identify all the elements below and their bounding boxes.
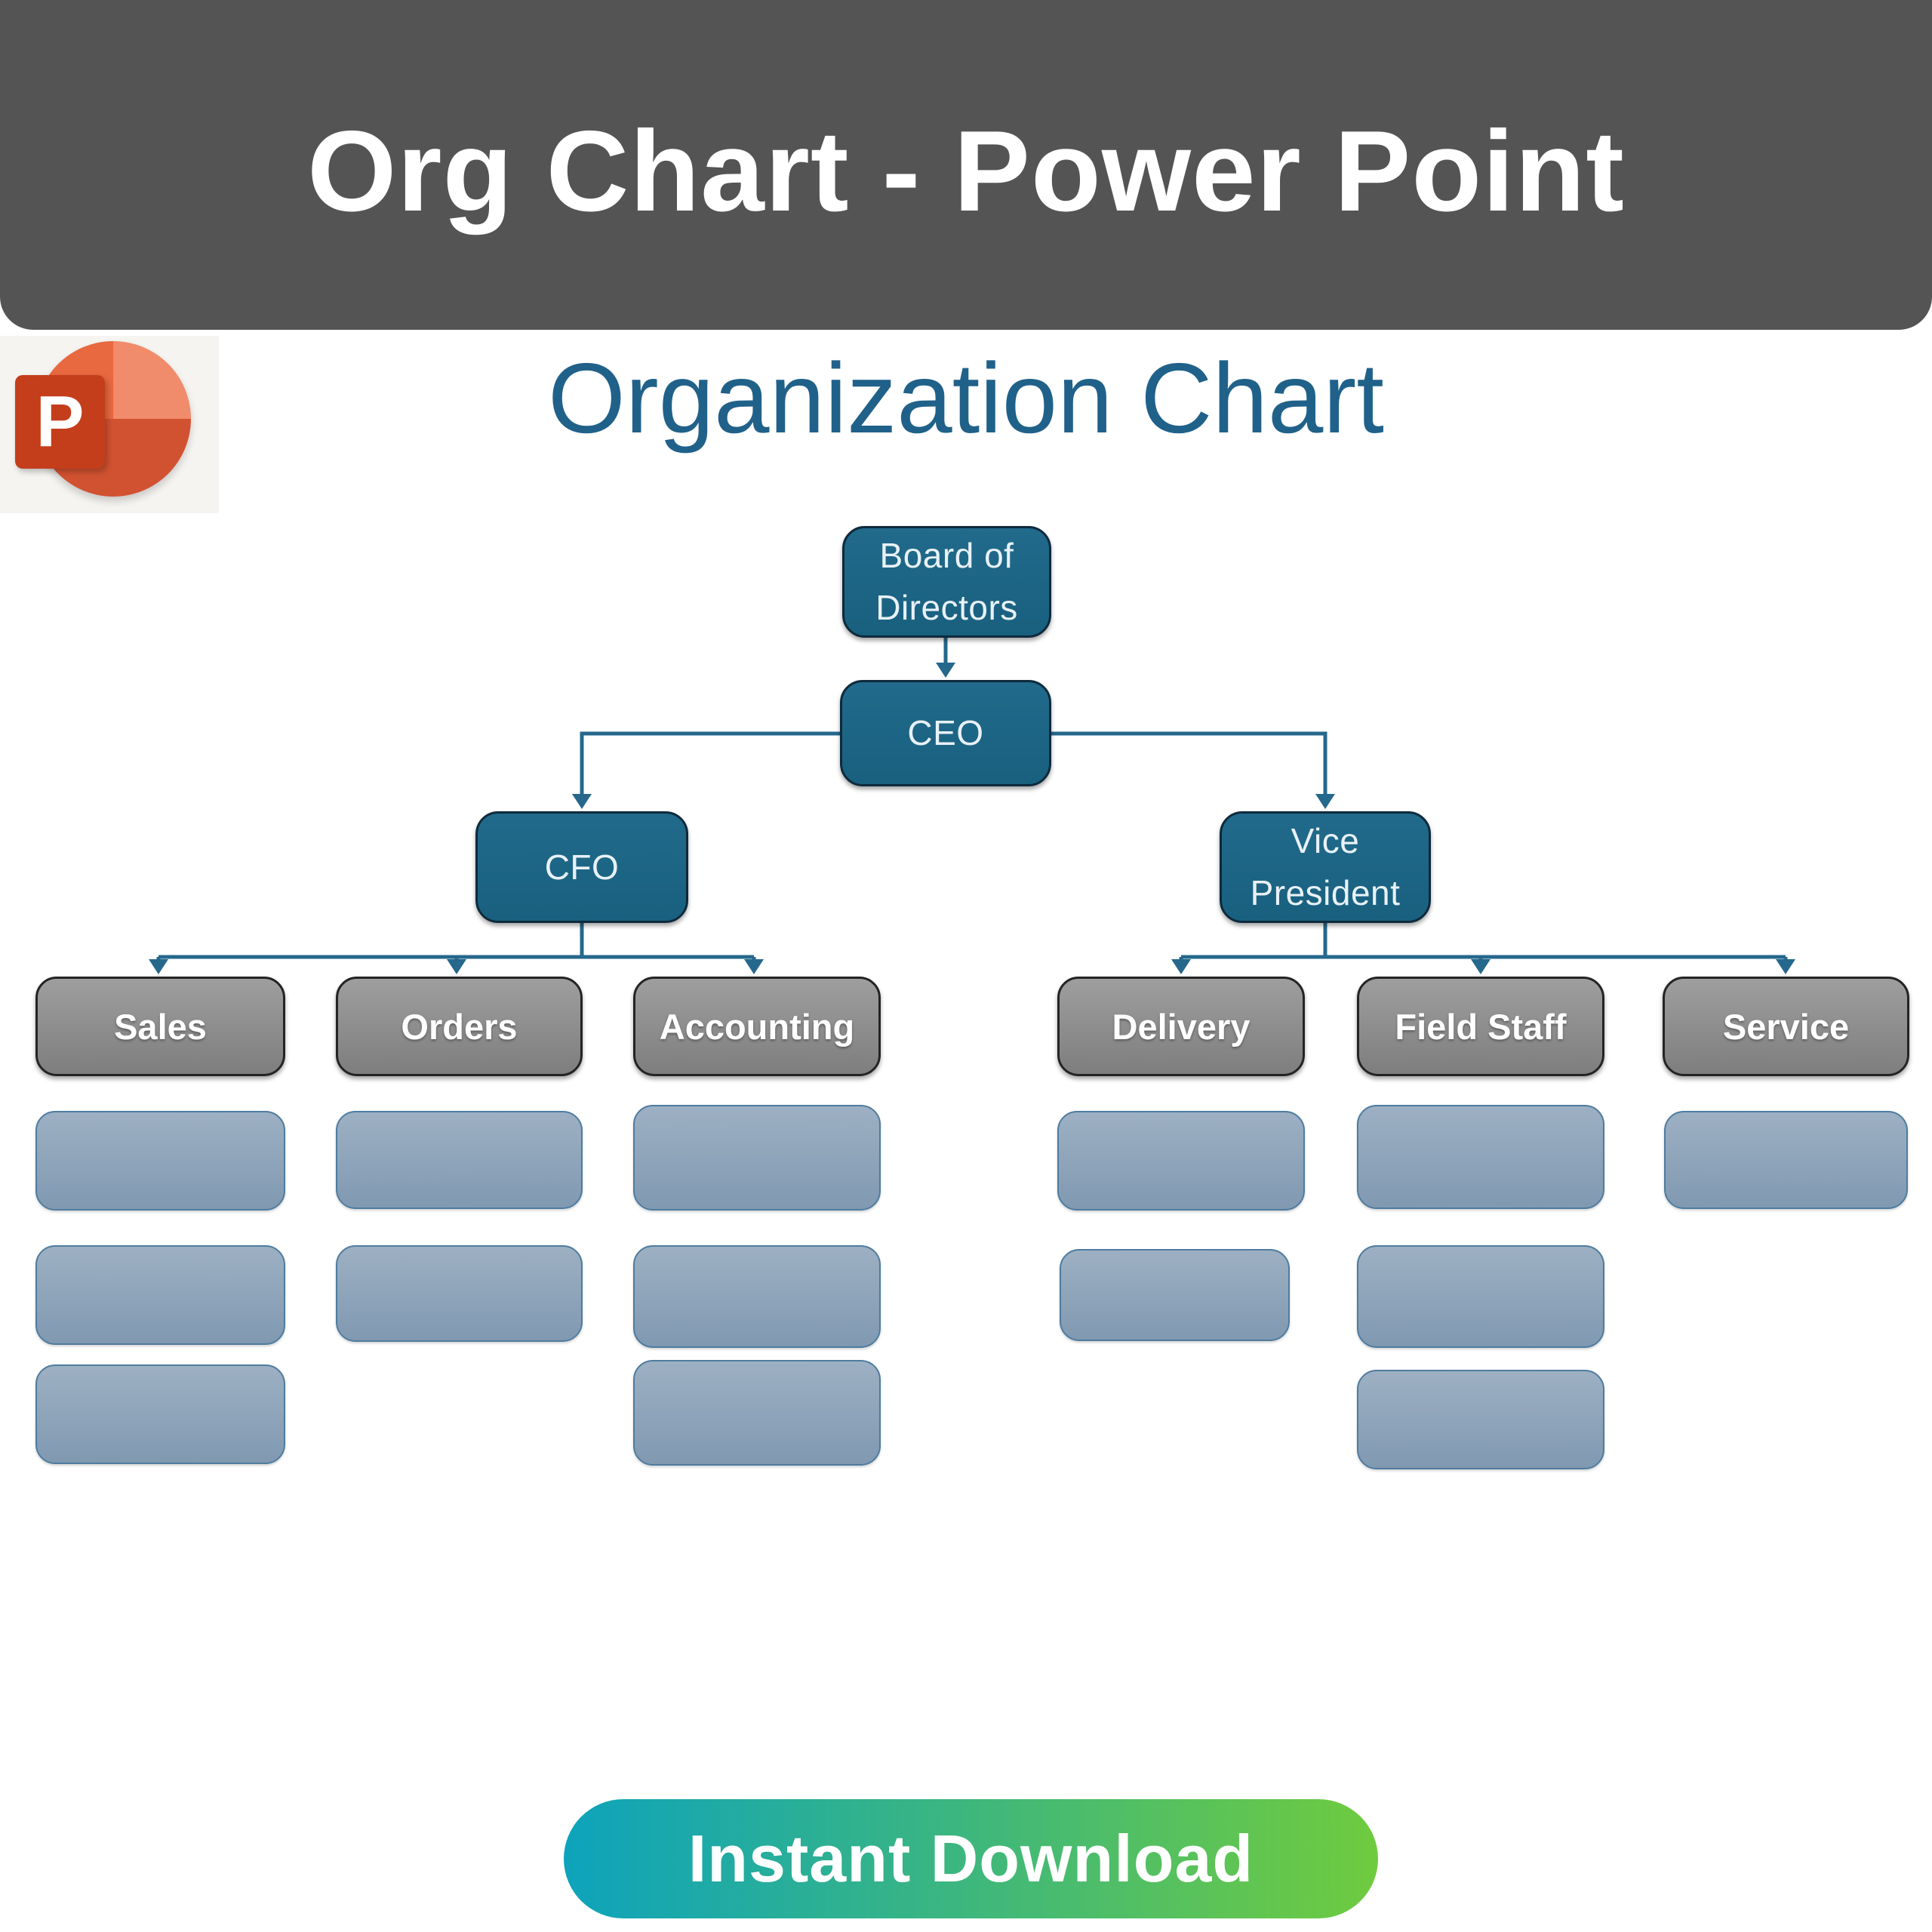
placeholder-box-sales xyxy=(35,1245,285,1345)
arrowhead-icon xyxy=(744,959,764,974)
placeholder-box-orders xyxy=(336,1111,583,1209)
instant-download-label: Instant Download xyxy=(688,1821,1254,1896)
connector-line xyxy=(156,923,756,961)
powerpoint-logo: P xyxy=(0,336,219,513)
banner-title: Org Chart - Power Point xyxy=(307,107,1625,235)
instant-download-button[interactable]: Instant Download xyxy=(564,1799,1378,1918)
powerpoint-p-icon: P xyxy=(15,375,105,469)
org-node-orders: Orders xyxy=(336,977,583,1076)
placeholder-box-accounting xyxy=(633,1360,881,1466)
org-node-board: Board of Directors xyxy=(842,526,1051,638)
arrowhead-icon xyxy=(1171,959,1191,974)
placeholder-box-field-staff xyxy=(1357,1370,1604,1469)
placeholder-box-service xyxy=(1664,1111,1908,1209)
placeholder-box-delivery xyxy=(1057,1111,1305,1211)
org-node-accounting: Accounting xyxy=(633,977,881,1076)
org-node-field-staff: Field Staff xyxy=(1357,977,1604,1076)
powerpoint-letter: P xyxy=(35,381,85,462)
arrowhead-icon xyxy=(936,663,955,678)
org-node-ceo: CEO xyxy=(840,680,1051,786)
connector-line xyxy=(1179,923,1788,961)
placeholder-box-field-staff xyxy=(1357,1245,1604,1348)
placeholder-box-delivery xyxy=(1060,1249,1290,1341)
connector-line xyxy=(1051,731,1327,794)
placeholder-box-accounting xyxy=(633,1245,881,1348)
arrowhead-icon xyxy=(447,959,466,974)
placeholder-box-orders xyxy=(336,1245,583,1342)
placeholder-box-field-staff xyxy=(1357,1105,1604,1209)
placeholder-box-sales xyxy=(35,1111,285,1211)
arrowhead-icon xyxy=(1315,794,1335,809)
arrowhead-icon xyxy=(1776,959,1795,974)
arrowhead-icon xyxy=(572,794,592,809)
placeholder-box-accounting xyxy=(633,1105,881,1211)
org-node-sales: Sales xyxy=(35,977,285,1076)
arrowhead-icon xyxy=(149,959,168,974)
banner: Org Chart - Power Point xyxy=(0,0,1932,330)
page-title: Organization Chart xyxy=(548,343,1384,454)
org-node-cfo: CFO xyxy=(475,811,688,923)
org-node-service: Service xyxy=(1663,977,1909,1076)
org-node-delivery: Delivery xyxy=(1057,977,1305,1076)
connector-line xyxy=(580,731,840,794)
org-node-vp: Vice President xyxy=(1220,811,1431,923)
placeholder-box-sales xyxy=(35,1364,285,1464)
arrowhead-icon xyxy=(1471,959,1491,974)
